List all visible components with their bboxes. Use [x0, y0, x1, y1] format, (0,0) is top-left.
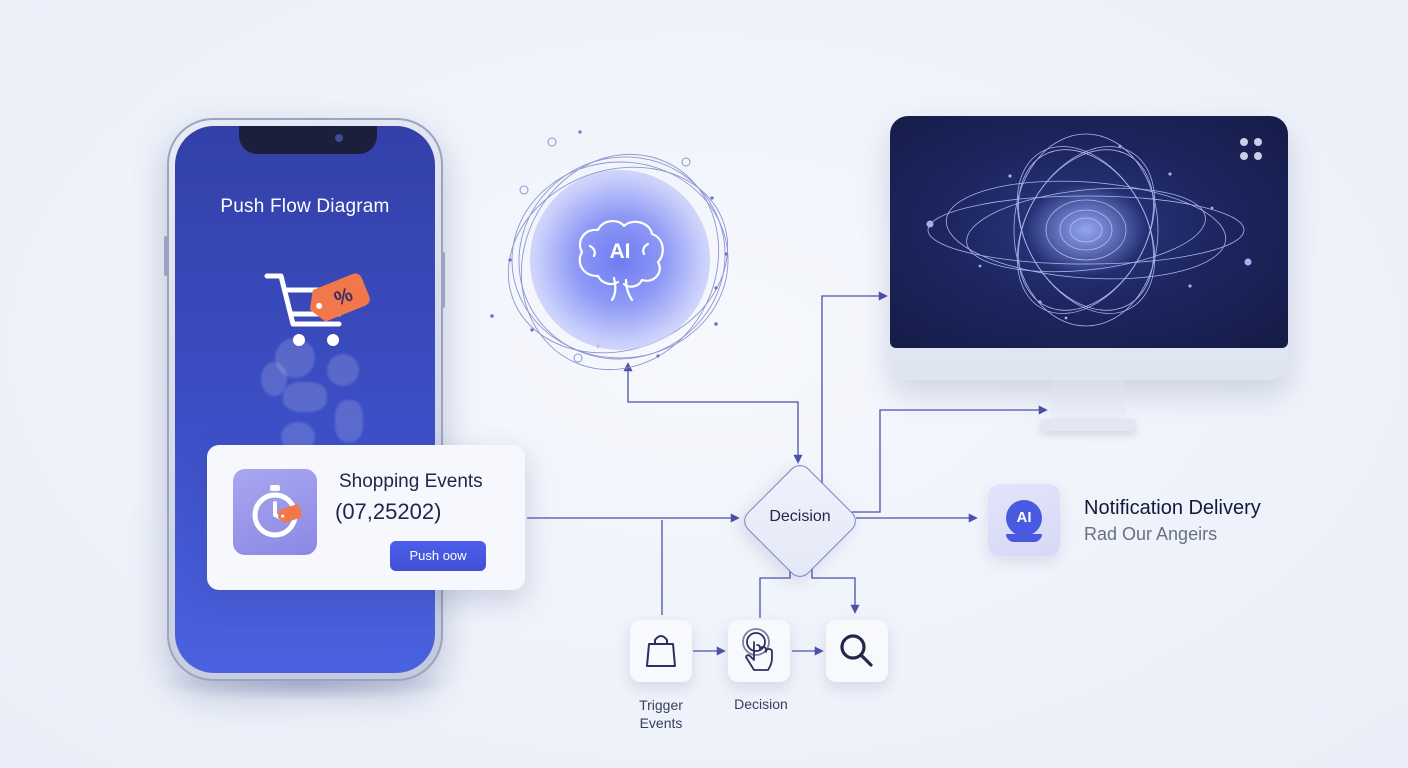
orbit-visualization	[926, 133, 1252, 327]
tap-hand-icon	[742, 628, 773, 671]
decision-tap-tile[interactable]	[728, 620, 790, 682]
connector-decision-to-monitor-top	[821, 291, 888, 486]
monitor-screen	[890, 116, 1288, 348]
monitor-stand	[1051, 380, 1125, 424]
decision-label: Decision	[769, 508, 831, 525]
camera-icon	[335, 134, 343, 142]
phone-side-button	[164, 236, 168, 276]
ai-avatar-base	[1006, 534, 1042, 542]
trigger-events-tile[interactable]	[630, 620, 692, 682]
search-icon	[840, 634, 873, 667]
shopping-events-card[interactable]: Shopping Events (07,25202) Push oow	[207, 445, 525, 590]
decorative-blob	[335, 400, 363, 442]
push-now-button[interactable]: Push oow	[390, 541, 486, 571]
notification-subtitle: Rad Our Angeirs	[1084, 524, 1218, 544]
monitor-stand-base	[1040, 419, 1136, 431]
notification-title: Notification Delivery	[1084, 497, 1261, 519]
phone-mockup: Push Flow Diagram %	[167, 118, 443, 681]
cart-discount-icon: %	[263, 266, 383, 361]
search-tile[interactable]	[826, 620, 888, 682]
shopping-events-number: (07,25202)	[335, 499, 442, 524]
decorative-blob	[261, 362, 287, 396]
phone-screen: Push Flow Diagram %	[175, 126, 435, 673]
menu-dots-icon[interactable]	[1240, 138, 1266, 164]
trigger-events-label: Trigger Events	[639, 697, 683, 731]
shopping-events-title: Shopping Events	[339, 471, 483, 492]
decision-tap-label: Decision	[734, 696, 788, 712]
connector-decision-to-search	[811, 565, 860, 614]
phone-side-button	[441, 252, 445, 308]
shopping-bag-icon	[646, 635, 676, 667]
decorative-blob	[327, 354, 359, 386]
connector-decision-to-tap	[759, 565, 791, 618]
monitor	[890, 116, 1288, 380]
decorative-blob	[275, 338, 315, 378]
ai-orb	[530, 170, 710, 350]
stopwatch-tag-icon	[233, 469, 317, 555]
ai-avatar-icon: AI	[1006, 500, 1042, 536]
phone-title: Push Flow Diagram	[220, 196, 390, 217]
brain-icon	[578, 220, 664, 302]
phone-notch	[239, 126, 377, 154]
decorative-blob	[283, 382, 327, 412]
ai-orb-label: AI	[609, 240, 631, 263]
notification-icon-box: AI	[988, 484, 1060, 556]
